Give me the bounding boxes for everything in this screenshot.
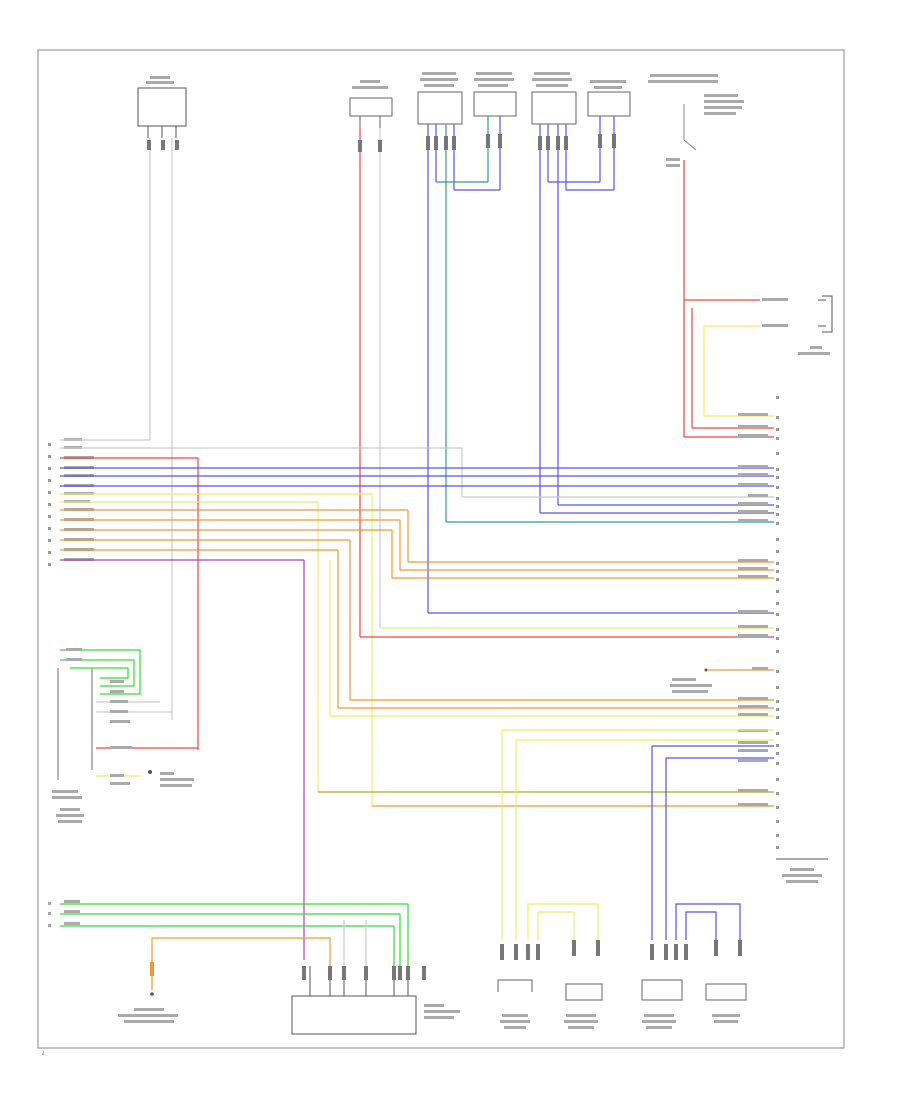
right-ground-connector — [704, 668, 708, 672]
vertical-wires-top — [149, 116, 760, 720]
top-left-sensor — [137, 87, 187, 138]
top-right-switch — [683, 104, 697, 151]
speaker-connectors-top — [417, 91, 631, 125]
bottom-control-unit — [291, 966, 417, 1035]
right-module-wire-labels — [738, 413, 768, 806]
bottom-speaker-boxes — [497, 979, 747, 1001]
bottom-speaker-pins — [500, 940, 742, 960]
bottom-speaker-labels — [500, 1014, 740, 1029]
right-small-labels — [762, 298, 830, 355]
right-ground-note — [670, 678, 712, 693]
bottom-control-labels — [424, 1004, 460, 1019]
top-right-note — [648, 74, 744, 167]
connector-top-a-label — [352, 80, 388, 89]
right-module-title — [776, 858, 828, 883]
left-ground-icon — [148, 770, 152, 774]
right-module-feeds — [318, 415, 774, 807]
left-module-pins — [48, 443, 51, 566]
footer-code: ¿ — [42, 1050, 45, 1056]
top-left-sensor-label — [146, 76, 174, 84]
diagram-frame — [37, 49, 845, 1049]
bottom-control-pins — [302, 966, 426, 980]
speaker-connector-labels — [420, 72, 626, 89]
bottom-left-wires — [60, 903, 409, 990]
left-lower-labels — [52, 648, 194, 823]
left-lower-module — [57, 649, 198, 780]
bottom-speaker-wires — [501, 729, 774, 940]
connector-pins-top — [147, 134, 616, 152]
bottom-ground-icon — [150, 962, 154, 996]
left-wire-labels — [64, 438, 94, 561]
right-small-component — [818, 295, 833, 333]
right-module-pins — [776, 396, 779, 849]
bottom-left-labels — [48, 900, 178, 1023]
connector-top-a — [349, 97, 393, 128]
horizontal-bus-wires — [60, 439, 774, 960]
